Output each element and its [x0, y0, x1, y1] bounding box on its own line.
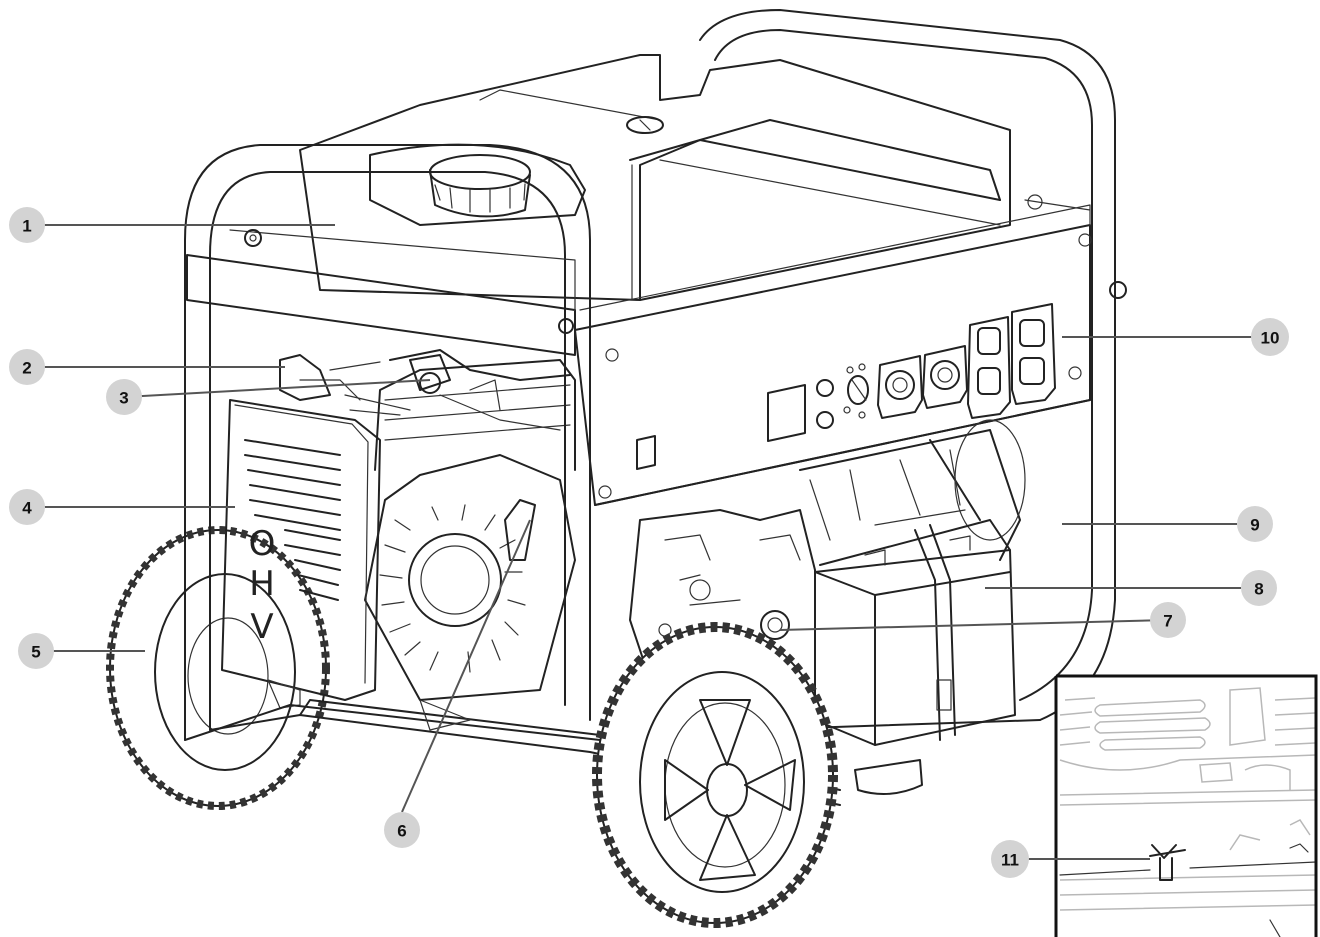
alternator [594, 399, 1091, 561]
callout-label-2: 2 [22, 359, 31, 378]
leader-lines [44, 224, 1252, 860]
callout-7: 7 [1150, 602, 1186, 638]
callout-label-8: 8 [1254, 580, 1263, 599]
control-panel [574, 194, 1092, 506]
callout-11: 11 [991, 840, 1029, 878]
callout-10: 10 [1251, 318, 1289, 356]
callout-5: 5 [18, 633, 54, 669]
fuel-tank [299, 54, 1011, 301]
callout-label-6: 6 [397, 822, 406, 841]
callout-3: 3 [106, 379, 142, 415]
callout-6: 6 [384, 812, 420, 848]
callout-9: 9 [1237, 506, 1273, 542]
callout-4: 4 [9, 489, 45, 525]
callout-8: 8 [1241, 570, 1277, 606]
battery [814, 509, 1016, 746]
rear-wheel [106, 526, 330, 810]
callout-2: 2 [9, 349, 45, 385]
callout-label-3: 3 [119, 389, 128, 408]
callout-label-4: 4 [22, 499, 32, 518]
callout-label-9: 9 [1250, 516, 1259, 535]
callout-label-1: 1 [22, 217, 31, 236]
front-frame [184, 144, 1041, 806]
callout-label-7: 7 [1163, 612, 1172, 631]
air-filter-cover: O H V [221, 399, 381, 709]
callout-label-11: 11 [1001, 851, 1019, 870]
callout-label-5: 5 [31, 643, 40, 662]
engraving-letter-3: V [250, 607, 273, 647]
callout-label-10: 10 [1261, 329, 1280, 348]
inset-detail [1054, 674, 1318, 937]
callout-1: 1 [9, 207, 45, 243]
engraving-letter-1: O [249, 524, 276, 564]
front-wheel [592, 622, 838, 928]
rear-frame [699, 9, 1127, 721]
engraving-letter-2: H [249, 564, 275, 604]
